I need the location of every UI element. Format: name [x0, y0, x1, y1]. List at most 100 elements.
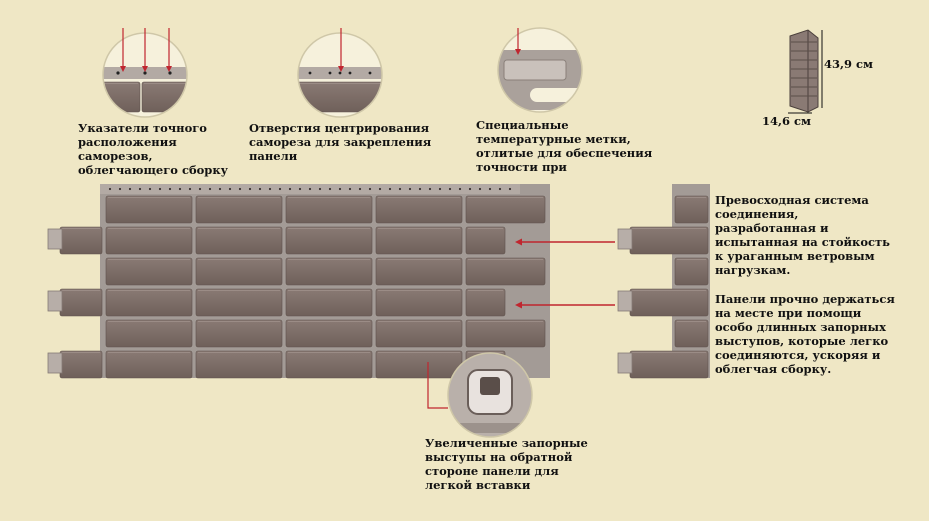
zoom-centering-holes: [297, 32, 383, 118]
arrow-head: [515, 238, 522, 246]
brick: [105, 226, 193, 255]
brick: [59, 226, 103, 255]
screw-marker: [298, 187, 302, 191]
screw-marker: [148, 187, 152, 191]
locking-tab: [617, 352, 633, 374]
screw-marker: [468, 187, 472, 191]
locking-tab: [47, 228, 63, 250]
zoom-ring: [297, 32, 383, 118]
screw-marker: [438, 187, 442, 191]
brick: [195, 350, 283, 379]
mark-plate: [503, 59, 567, 81]
brick: [195, 319, 283, 348]
screw-marker: [458, 187, 462, 191]
brick: [285, 226, 373, 255]
siding-panel: [47, 184, 550, 379]
screw-marker: [258, 187, 262, 191]
brick: [285, 257, 373, 286]
brick: [674, 319, 709, 348]
screw-marker: [168, 187, 172, 191]
screw-marker: [478, 187, 482, 191]
brick: [629, 288, 709, 317]
side-panel-profile: [617, 184, 710, 379]
brick: [285, 350, 373, 379]
screw-marker: [238, 187, 242, 191]
marker-dot: [143, 71, 147, 75]
screw-marker: [128, 187, 132, 191]
screw-marker: [418, 187, 422, 191]
brick: [59, 288, 103, 317]
brick: [375, 319, 463, 348]
screw-marker: [448, 187, 452, 191]
screw-marker: [388, 187, 392, 191]
zoom-ring: [447, 352, 533, 438]
arrow-head: [120, 66, 126, 72]
screw-marker: [508, 187, 512, 191]
corner-piece: [788, 29, 823, 114]
brick: [629, 226, 709, 255]
locking-tab: [617, 290, 633, 312]
arrow-head: [166, 66, 172, 72]
zoom-screw-markers: [102, 32, 188, 118]
locking-tab: [47, 290, 63, 312]
locking-tab: [617, 228, 633, 250]
hole-dot: [368, 71, 372, 75]
connector-line: [427, 362, 448, 409]
brick: [465, 319, 546, 348]
screw-marker: [348, 187, 352, 191]
screw-marker: [378, 187, 382, 191]
screw-marker: [138, 187, 142, 191]
brick: [375, 257, 463, 286]
marker-dot: [168, 71, 172, 75]
screw-marker: [118, 187, 122, 191]
dimension-width-label: 14,6 см: [762, 114, 812, 128]
screw-marker: [188, 187, 192, 191]
brick: [195, 288, 283, 317]
brick: [375, 226, 463, 255]
hole-dot: [308, 71, 312, 75]
zoom-content: [498, 50, 582, 110]
brick: [375, 350, 463, 379]
arrow-head: [338, 66, 344, 72]
brick: [59, 350, 103, 379]
zoom-content: [103, 67, 187, 113]
locking-tab: [47, 352, 63, 374]
tab-slot: [480, 377, 500, 395]
brick: [298, 81, 382, 113]
dimension-height-label: 43,9 см: [824, 57, 874, 71]
screw-marker: [408, 187, 412, 191]
hole-dot: [348, 71, 352, 75]
hole-dot: [338, 71, 342, 75]
screw-marker: [218, 187, 222, 191]
brick: [465, 288, 506, 317]
brick: [141, 81, 187, 113]
screw-marker: [158, 187, 162, 191]
brick: [195, 257, 283, 286]
screw-marker: [278, 187, 282, 191]
brick: [674, 257, 709, 286]
zoom-circles: [102, 27, 583, 438]
brick: [285, 288, 373, 317]
brick: [629, 350, 709, 379]
brick: [285, 195, 373, 224]
screw-marker: [288, 187, 292, 191]
zoom-enlarged-tab: [447, 352, 533, 438]
brick: [375, 195, 463, 224]
zoom-content: [298, 67, 382, 113]
screw-marker: [368, 187, 372, 191]
brick: [285, 319, 373, 348]
brick: [674, 195, 709, 224]
screw-marker: [308, 187, 312, 191]
screw-marker: [338, 187, 342, 191]
screw-marker: [498, 187, 502, 191]
arrow-head: [515, 49, 521, 55]
brick: [465, 195, 546, 224]
arrow-head: [515, 301, 522, 309]
brick: [465, 257, 546, 286]
